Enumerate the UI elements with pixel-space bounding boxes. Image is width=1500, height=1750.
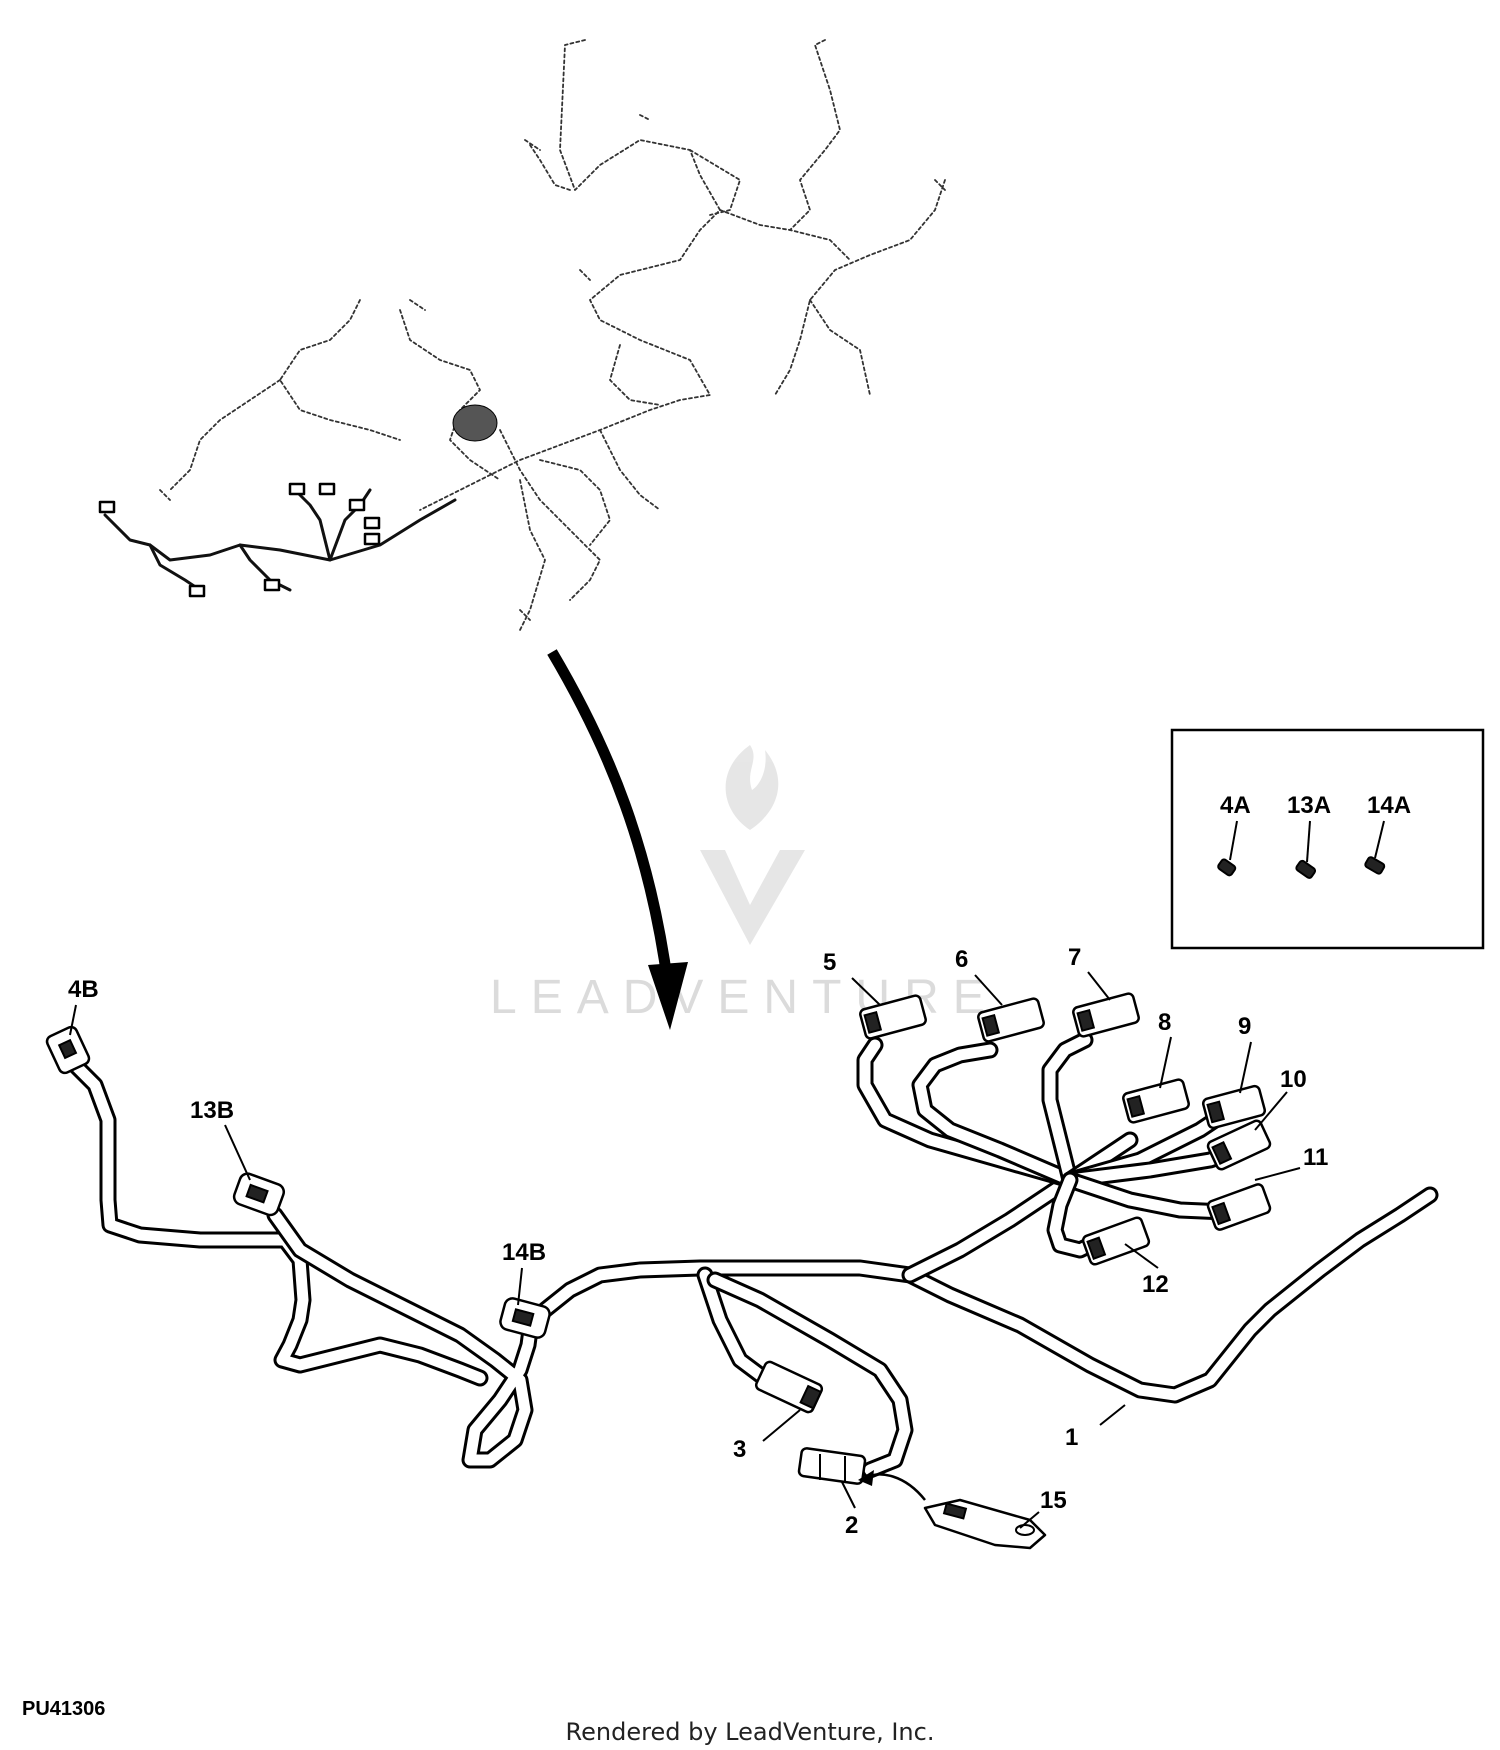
terminal-13a-icon xyxy=(1295,859,1317,879)
connector-3 xyxy=(754,1360,824,1414)
terminal-4a-icon xyxy=(1217,858,1237,877)
connector-14b xyxy=(499,1297,551,1339)
callouts: 4B 13B 14B 1 3 2 15 5 6 7 8 9 10 11 12 xyxy=(68,944,1328,1539)
callout-4b: 4B xyxy=(68,976,99,1003)
connector-7 xyxy=(1072,992,1140,1038)
connector-4b xyxy=(45,1025,91,1075)
terminal-14a-icon xyxy=(1364,856,1386,875)
callout-3: 3 xyxy=(733,1436,746,1463)
figure-code: PU41306 xyxy=(22,1698,106,1720)
overview-harness-ghost xyxy=(98,39,946,631)
callout-14a: 14A xyxy=(1367,792,1411,819)
connector-11 xyxy=(1206,1183,1272,1231)
callout-12: 12 xyxy=(1142,1271,1169,1298)
callout-5: 5 xyxy=(823,949,836,976)
connector-2 xyxy=(797,1447,867,1485)
callout-13b: 13B xyxy=(190,1097,234,1124)
callout-11: 11 xyxy=(1303,1144,1328,1171)
callout-8: 8 xyxy=(1158,1009,1171,1036)
install-arrow xyxy=(864,1473,926,1501)
callout-7: 7 xyxy=(1068,944,1081,971)
callout-4a: 4A xyxy=(1220,792,1251,819)
main-harness xyxy=(45,992,1439,1550)
callout-13a: 13A xyxy=(1287,792,1331,819)
callout-9: 9 xyxy=(1238,1013,1251,1040)
connector-5 xyxy=(859,994,927,1040)
inset-panel: 4A 13A 14A xyxy=(1170,728,1485,950)
callout-10: 10 xyxy=(1280,1066,1307,1093)
leader-lines xyxy=(69,971,1301,1529)
connector-10 xyxy=(1206,1119,1272,1171)
zoom-arrow xyxy=(547,649,688,1030)
callout-1: 1 xyxy=(1065,1424,1078,1451)
render-credit: Rendered by LeadVenture, Inc. xyxy=(565,1718,935,1746)
callout-6: 6 xyxy=(955,946,968,973)
connector-13b xyxy=(232,1172,286,1217)
callout-2: 2 xyxy=(845,1512,858,1539)
connector-9 xyxy=(1201,1084,1267,1130)
leadventure-watermark: LEADVENTURE xyxy=(490,745,985,1024)
bracket-15 xyxy=(923,1498,1047,1550)
connector-12 xyxy=(1081,1216,1151,1266)
connector-6 xyxy=(977,997,1045,1043)
connector-8 xyxy=(1122,1078,1190,1124)
callout-15: 15 xyxy=(1040,1487,1067,1514)
callout-14b: 14B xyxy=(502,1239,546,1266)
